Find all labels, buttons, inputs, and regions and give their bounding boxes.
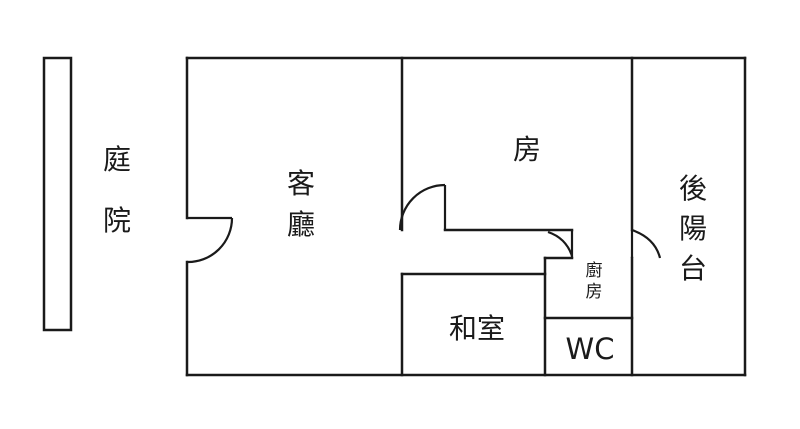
garden-label: 庭 院	[103, 143, 131, 237]
back-balcony-label-char-3: 台	[679, 252, 707, 285]
tatami-room-label: 和室	[449, 312, 505, 345]
interior-walls	[400, 56, 634, 377]
wc-label: WC	[566, 332, 615, 366]
back-balcony-label-char-1: 後	[679, 172, 707, 205]
kitchen-label-char-1: 廚	[586, 260, 603, 281]
kitchen-label-char-2: 房	[586, 282, 603, 302]
door-bedroom	[398, 183, 447, 231]
back-balcony-label-char-2: 陽	[679, 212, 707, 245]
garden-label-char-2: 院	[103, 204, 131, 237]
kitchen-label: 廚 房	[586, 260, 603, 302]
door-entrance	[186, 216, 234, 264]
garden-strip	[42, 56, 73, 332]
door-kitchen-right	[630, 228, 662, 259]
living-room-label-char-2: 廳	[287, 208, 315, 241]
back-balcony-label: 後 陽 台	[679, 172, 707, 285]
living-room-label: 客 廳	[287, 167, 315, 241]
garden-label-char-1: 庭	[103, 143, 131, 176]
living-room-label-char-1: 客	[287, 167, 315, 200]
outer-walls	[185, 56, 747, 377]
door-kitchen-left	[547, 230, 574, 258]
bedroom-label: 房	[513, 133, 541, 166]
